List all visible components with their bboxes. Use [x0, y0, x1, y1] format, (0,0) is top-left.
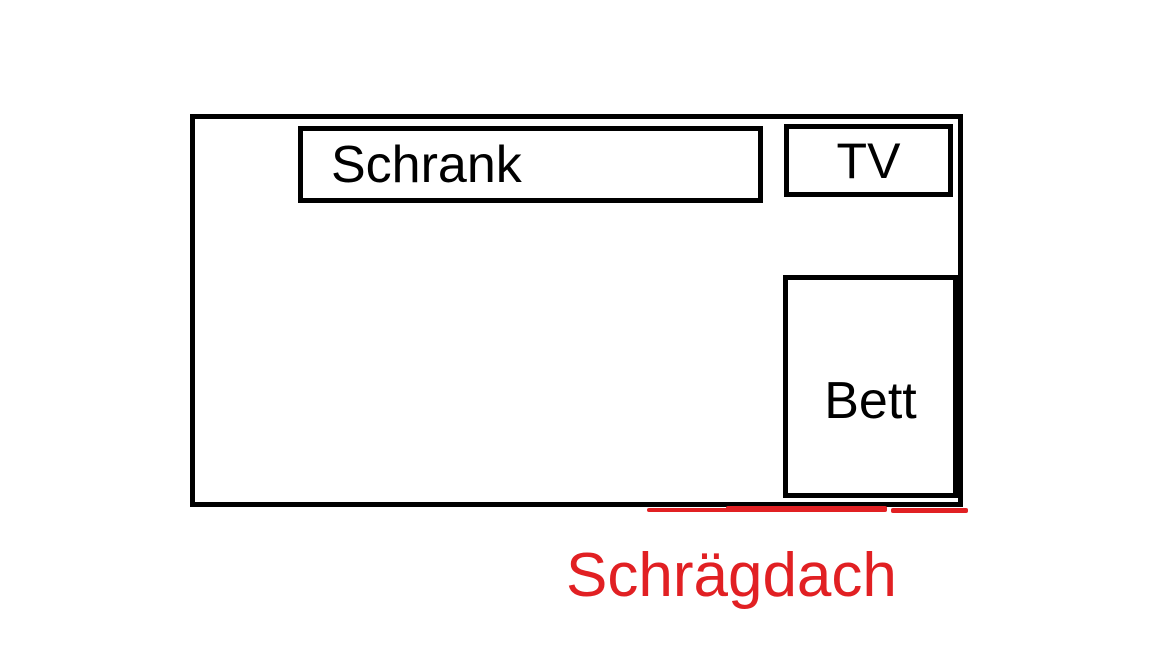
tv-label: TV [836, 132, 901, 189]
schrank-box: Schrank [298, 126, 763, 203]
schrank-label: Schrank [331, 135, 522, 194]
schraegdach-underline-segment-2 [726, 506, 887, 512]
bett-box: Bett [783, 275, 958, 498]
tv-box: TV [784, 124, 953, 197]
schraegdach-underline-segment-1 [647, 508, 731, 512]
schraegdach-label: Schrägdach [566, 541, 897, 610]
bett-label: Bett [824, 371, 917, 430]
room-outline: Schrank TV Bett [190, 114, 963, 507]
schraegdach-underline-segment-3 [891, 508, 968, 513]
